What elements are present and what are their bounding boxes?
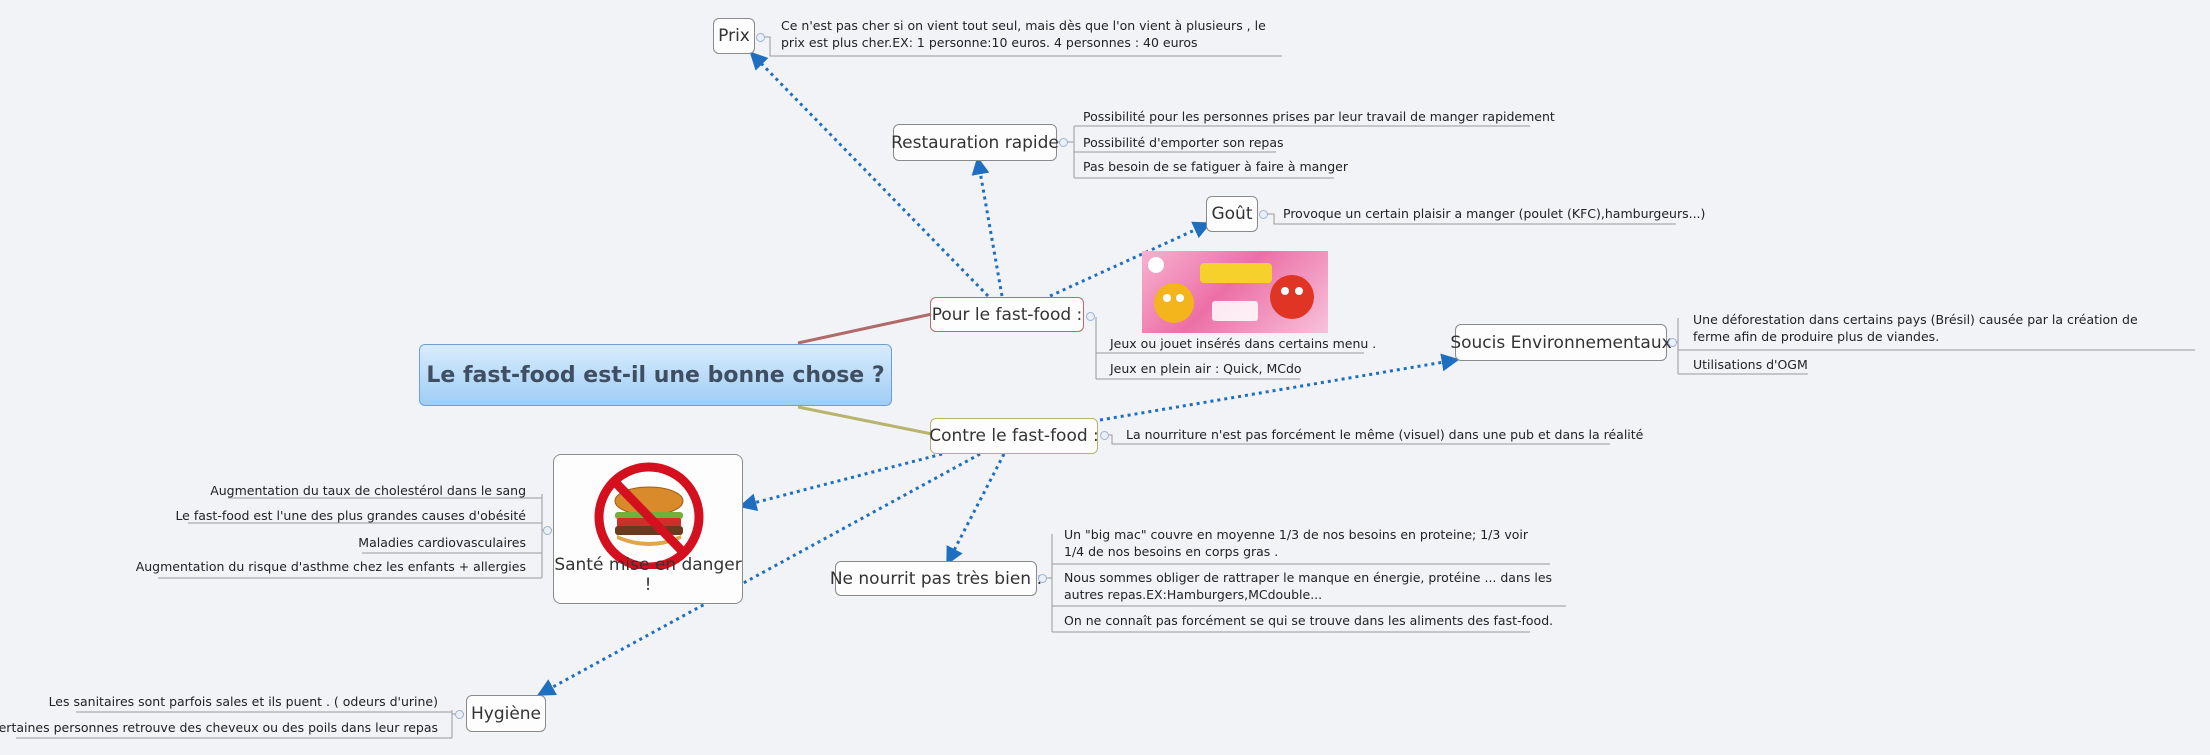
collapse-toggle-soucis[interactable] <box>1668 338 1677 347</box>
sante-leaf: Le fast-food est l'une des plus grandes … <box>175 508 526 523</box>
collapse-toggle-contre[interactable] <box>1100 431 1109 440</box>
relation-arrow-gout <box>1049 221 1212 298</box>
branch-pour <box>797 312 933 345</box>
hygiene-topic-label: Hygiène <box>470 703 542 724</box>
soucis-leaf: Une déforestation dans certains pays (Br… <box>1693 312 2138 344</box>
nourrit-leaf: Nous sommes obliger de rattraper le manq… <box>1064 570 1553 602</box>
contre-topic-label: Contre le fast-food : <box>929 426 1099 446</box>
pour-topic[interactable]: Pour le fast-food : <box>930 297 1084 332</box>
collapse-toggle-prix[interactable] <box>756 33 765 42</box>
gout-leaf: Provoque un certain plaisir a manger (po… <box>1283 206 1706 221</box>
nourrit-leaf: Un "big mac" couvre en moyenne 1/3 de no… <box>1064 527 1528 559</box>
prix-leaf: Ce n'est pas cher si on vient tout seul,… <box>781 18 1266 50</box>
nourrit-leaf: On ne connaît pas forcément se qui se tr… <box>1064 613 1554 628</box>
prix-topic-label: Prix <box>718 26 750 46</box>
collapse-toggle-gout[interactable] <box>1259 210 1268 219</box>
nourrit-topic[interactable]: Ne nourrit pas très bien : <box>830 561 1042 596</box>
contre-topic[interactable]: Contre le fast-food : <box>929 418 1099 454</box>
prix-topic[interactable]: Prix <box>713 18 755 54</box>
gout-topic-label: Goût <box>1211 204 1253 224</box>
pour-topic-label: Pour le fast-food : <box>931 304 1083 325</box>
relation-arrow-restauration <box>971 156 1004 297</box>
sante-topic-label: Santé mise en danger ! <box>554 555 742 595</box>
sante-topic[interactable]: Santé mise en danger ! <box>553 454 743 604</box>
sante-leaf: Maladies cardiovasculaires <box>358 535 526 550</box>
soucis-topic[interactable]: Soucis Environnementaux <box>1450 324 1672 361</box>
no-burger-icon <box>594 462 704 569</box>
pour-leaf: Jeux en plein air : Quick, MCdo <box>1110 361 1302 376</box>
soucis-leaf: Utilisations d'OGM <box>1693 357 1808 372</box>
relation-arrow-sante <box>738 452 943 512</box>
contre-leaf: La nourriture n'est pas forcément le mêm… <box>1126 427 1644 442</box>
soucis-topic-label: Soucis Environnementaux <box>1450 332 1672 353</box>
hygiene-leaf: Les sanitaires sont parfois sales et ils… <box>48 694 438 709</box>
collapse-toggle-pour[interactable] <box>1086 312 1095 321</box>
collapse-toggle-nourrit[interactable] <box>1038 574 1047 583</box>
restauration-topic[interactable]: Restauration rapide <box>891 124 1059 161</box>
collapse-toggle-restauration[interactable] <box>1059 138 1068 147</box>
pour-leaf: Jeux ou jouet insérés dans certains menu… <box>1110 336 1377 351</box>
collapse-toggle-sante[interactable] <box>543 526 552 535</box>
central-topic-title: Le fast-food est-il une bonne chose ? <box>426 362 885 388</box>
restauration-topic-label: Restauration rapide <box>891 132 1059 153</box>
branch-contre <box>797 405 933 436</box>
nourrit-topic-label: Ne nourrit pas très bien : <box>829 568 1043 589</box>
hygiene-topic[interactable]: Hygiène <box>466 695 546 732</box>
collapse-toggle-hygiene[interactable] <box>455 710 464 719</box>
restauration-leaf: Pas besoin de se fatiguer à faire à mang… <box>1083 159 1348 174</box>
gout-topic[interactable]: Goût <box>1206 196 1258 232</box>
relation-arrow-nourrit <box>946 453 1006 566</box>
relation-arrow-prix <box>749 51 990 298</box>
sante-leaf: Augmentation du taux de cholestérol dans… <box>210 483 526 498</box>
restauration-leaf: Possibilité d'emporter son repas <box>1083 135 1284 150</box>
sante-leaf: Augmentation du risque d'asthme chez les… <box>135 559 526 574</box>
central-topic[interactable]: Le fast-food est-il une bonne chose ? <box>419 344 892 406</box>
game-promo-image <box>1142 251 1328 333</box>
hygiene-leaf: Certaines personnes retrouve des cheveux… <box>0 720 438 735</box>
restauration-leaf: Possibilité pour les personnes prises pa… <box>1083 109 1555 124</box>
